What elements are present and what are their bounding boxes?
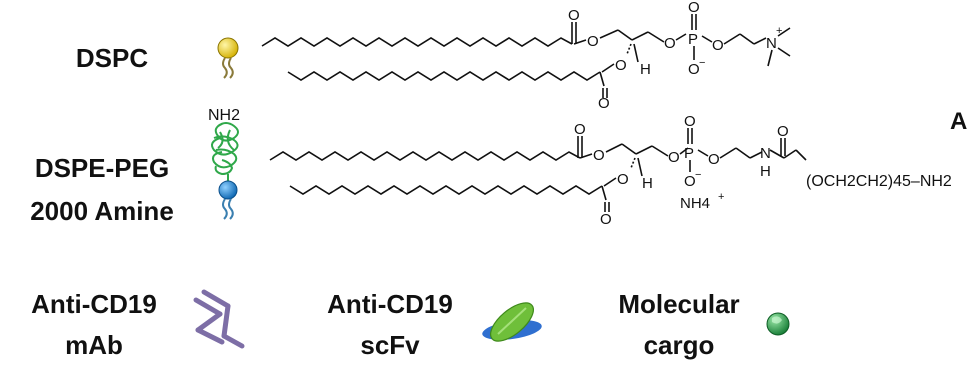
- dspc-h: H: [640, 61, 651, 78]
- dspc-atoms: O O O H O P O O − O N + O: [568, 0, 782, 112]
- dspc-phosphate-o1: O: [664, 35, 676, 52]
- dspe-nh4-plus: +: [718, 191, 724, 203]
- dspe-h: H: [642, 175, 653, 192]
- dspc-lipid-icon: [217, 37, 239, 79]
- cargo-label-line1: Molecular: [618, 289, 740, 319]
- dspc-plus: +: [776, 25, 782, 37]
- mab-label-line2: mAb: [65, 330, 123, 360]
- dspe-lower-carbonyl-o: O: [600, 211, 612, 228]
- dspe-phosphate-o2: O: [708, 151, 720, 168]
- dspc-phosphate-p: P: [688, 31, 698, 48]
- dspe-nh2-label: NH2: [208, 107, 240, 124]
- dspe-phosphate-top-o: O: [684, 113, 696, 130]
- dspe-atoms: O O O H O P O O − O NH4 + N H O (OCH2CH2…: [574, 113, 952, 228]
- cargo-label-line2: cargo: [643, 330, 715, 360]
- dspe-nh4: NH4: [680, 195, 710, 212]
- dspc-minus: −: [699, 57, 705, 69]
- mab-label-line1: Anti-CD19: [31, 289, 157, 319]
- panel-letter: A: [950, 108, 968, 135]
- dspc-lower-carbonyl-o: O: [598, 95, 610, 112]
- dspc-phosphate-minus-o: O: [688, 61, 700, 78]
- dspc-ammonium-n: N: [766, 35, 777, 52]
- dspe-peg-label-line2: 2000 Amine: [30, 196, 174, 226]
- dspc-label: DSPC: [75, 43, 149, 73]
- dspe-peg-chain: (OCH2CH2)45–NH2: [806, 173, 952, 190]
- dspc-phosphate-o2: O: [712, 37, 724, 54]
- dspc-ester-o2: O: [615, 57, 627, 74]
- scfv-label-line1: Anti-CD19: [327, 289, 453, 319]
- dspc-carbonyl-o: O: [568, 7, 580, 24]
- molecular-cargo-icon: [766, 312, 790, 336]
- dspe-minus: −: [695, 169, 701, 181]
- peg-coil-icon: [211, 122, 239, 176]
- dspe-peg-label-line1: DSPE-PEG: [34, 153, 170, 183]
- dspe-ester-o1: O: [593, 147, 605, 164]
- dspe-ester-o2: O: [617, 171, 629, 188]
- dspc-structure: [261, 14, 791, 98]
- antibody-icon: [193, 289, 245, 349]
- dspe-amide-o: O: [777, 123, 789, 140]
- dspe-carbonyl-o: O: [574, 121, 586, 138]
- dspc-ester-o1: O: [587, 33, 599, 50]
- dspe-structure: [269, 128, 807, 212]
- dspe-phosphate-o1: O: [668, 149, 680, 166]
- dspe-amide-n: N: [760, 145, 771, 162]
- scfv-label-line2: scFv: [360, 330, 420, 360]
- dspc-phosphate-top-o: O: [688, 0, 700, 16]
- dspe-phosphate-minus-o: O: [684, 173, 696, 190]
- dspe-peg-lipid-icon: NH2: [208, 107, 240, 220]
- dspe-phosphate-p: P: [684, 145, 694, 162]
- scfv-icon: [482, 302, 542, 342]
- dspe-amide-h: H: [760, 163, 771, 180]
